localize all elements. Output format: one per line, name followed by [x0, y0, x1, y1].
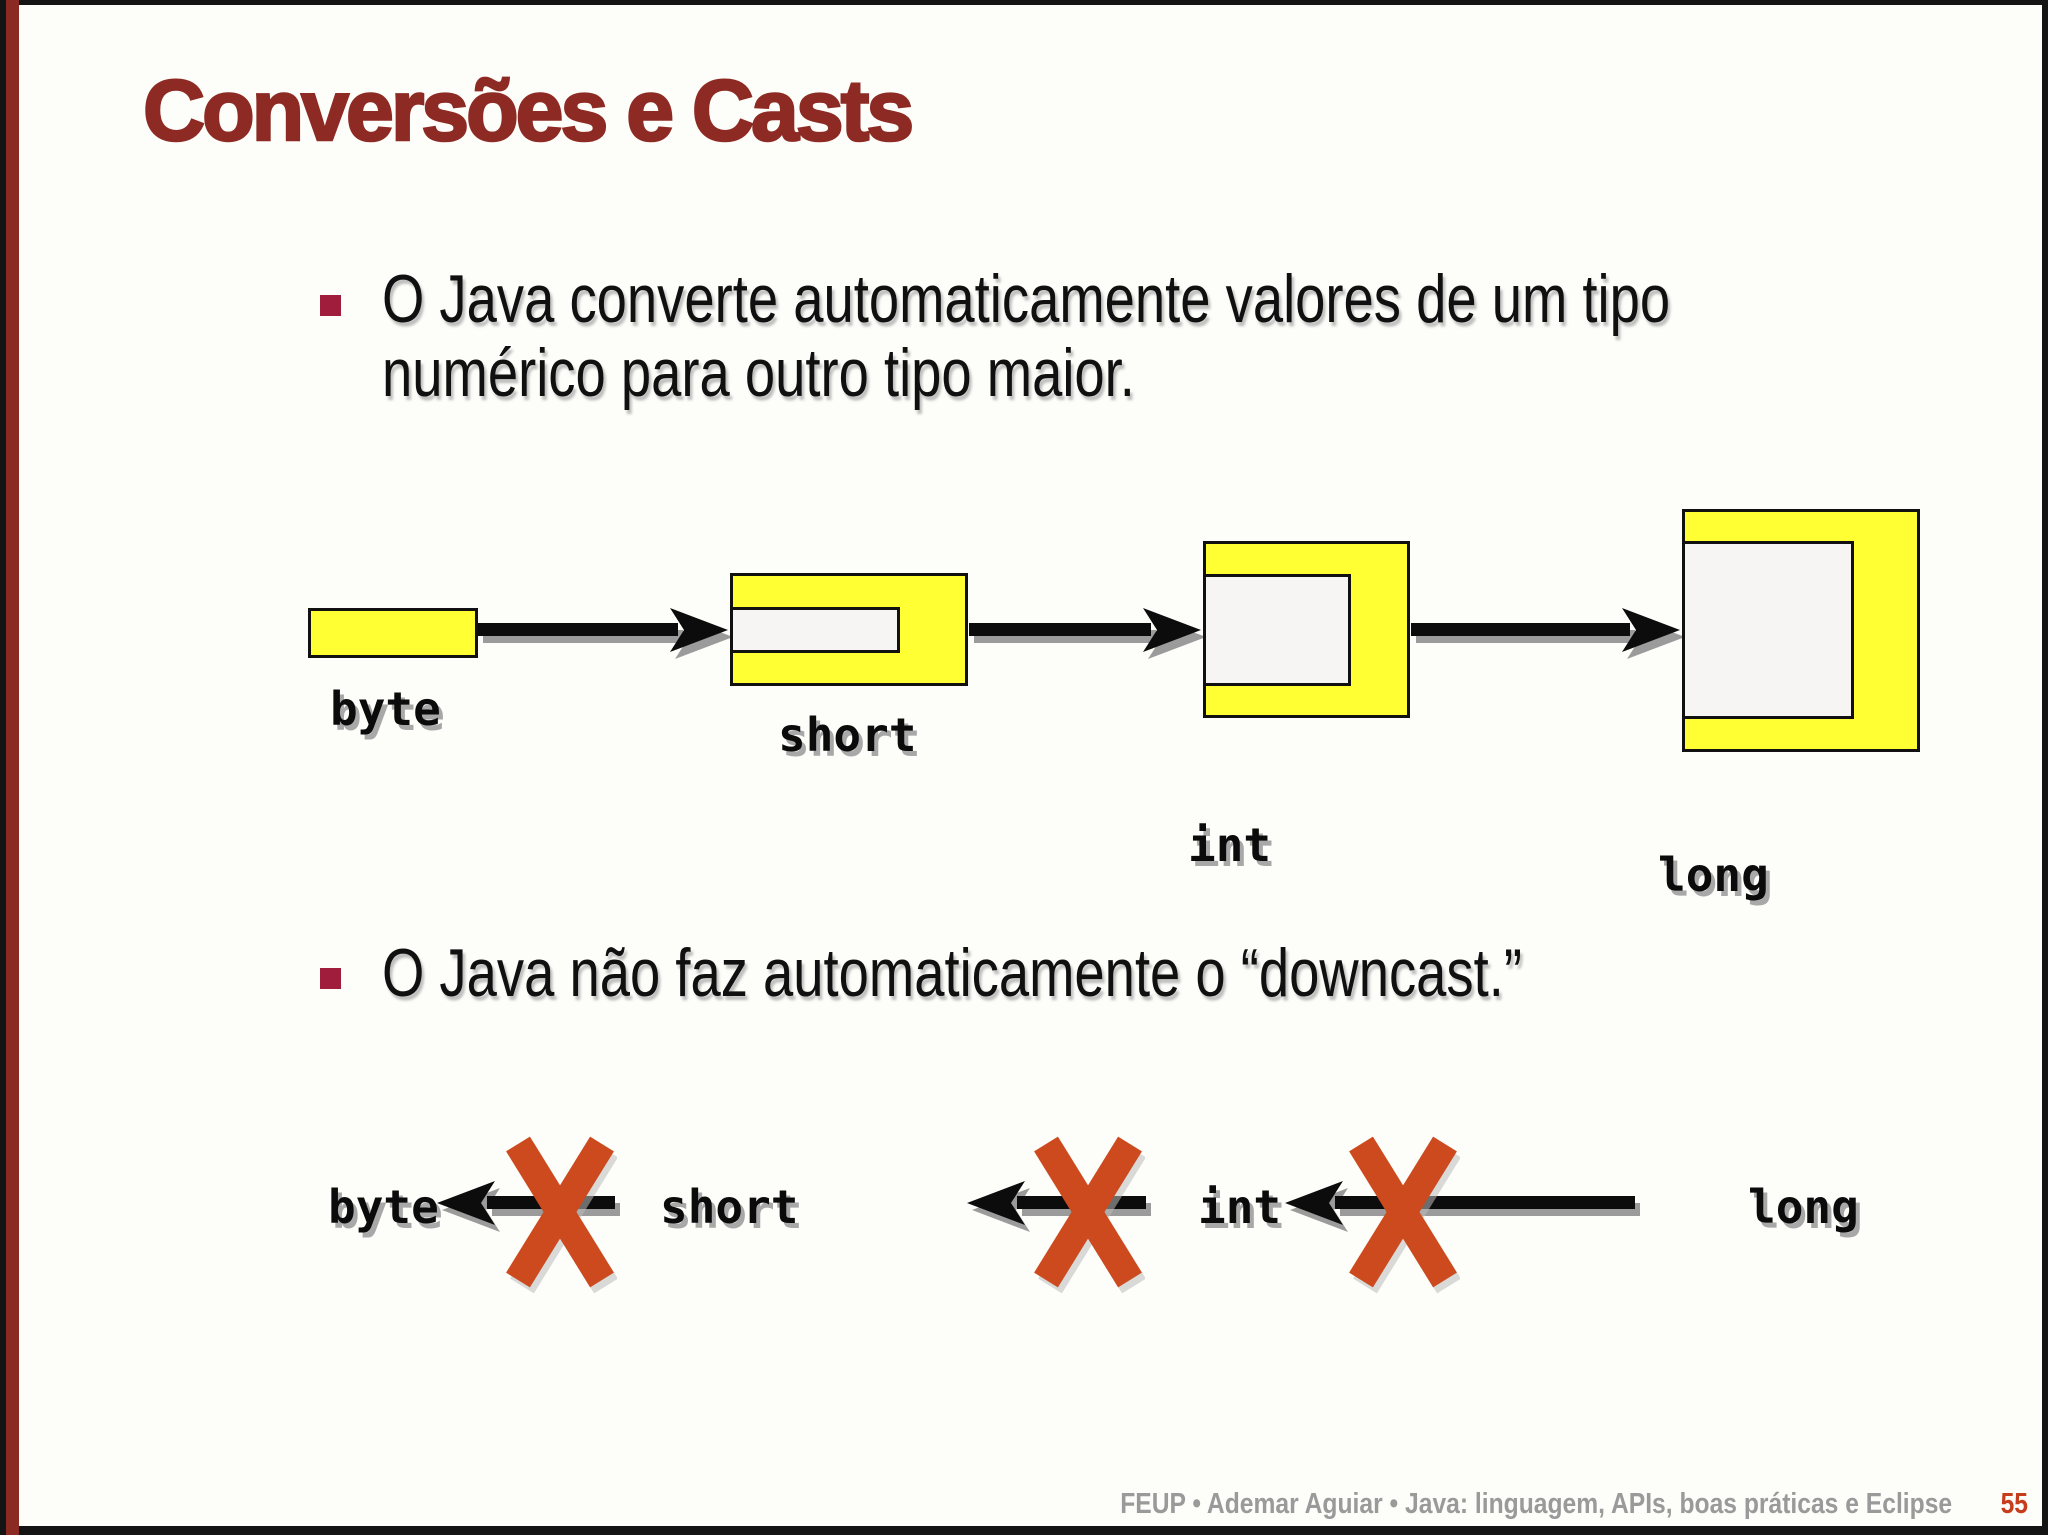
short-box [730, 573, 968, 686]
short-silhouette-in-int [1203, 574, 1351, 686]
cross-icon [1034, 1136, 1145, 1294]
slide-title: Conversões e Casts [142, 62, 916, 161]
top-border [0, 0, 2048, 5]
bullet-line: O Java não faz automaticamente o “downca… [382, 935, 1522, 1011]
arrow-right-icon [1411, 608, 1685, 659]
bullet-line: O Java converte automaticamente valores … [382, 261, 1671, 337]
cross-icon [506, 1136, 617, 1294]
upcast-label-long: long [1658, 848, 1769, 902]
page-number: 55 [2000, 1488, 2028, 1520]
int-silhouette-in-long [1682, 541, 1854, 719]
downcast-label-byte: byte [328, 1180, 439, 1234]
upcast-label-byte: byte [330, 682, 441, 736]
byte-silhouette-in-short [730, 607, 900, 653]
int-box [1203, 541, 1410, 718]
left-accent-bar [6, 0, 19, 1535]
bullet-text-conversion: O Java converte automaticamente valores … [382, 262, 1670, 410]
downcast-label-int: int [1198, 1180, 1282, 1234]
long-box [1682, 509, 1920, 752]
left-border [0, 0, 6, 1535]
bullet-text-downcast: O Java não faz automaticamente o “downca… [382, 936, 1522, 1010]
upcast-label-short: short [778, 708, 917, 762]
bullet-marker [320, 968, 341, 989]
arrow-left-icon [1285, 1181, 1640, 1232]
cross-icon [1349, 1136, 1460, 1294]
bullet-marker [320, 295, 341, 316]
arrow-right-icon [969, 608, 1206, 659]
byte-box [308, 608, 478, 658]
bullet-line: numérico para outro tipo maior. [382, 335, 1135, 411]
downcast-label-long: long [1748, 1180, 1859, 1234]
footer: FEUP • Ademar Aguiar • Java: linguagem, … [1120, 1488, 2028, 1521]
footer-credits: FEUP • Ademar Aguiar • Java: linguagem, … [1120, 1488, 1953, 1520]
bottom-border [0, 1526, 2048, 1535]
right-border [2042, 0, 2048, 1535]
upcast-label-int: int [1188, 818, 1272, 872]
downcast-label-short: short [660, 1180, 799, 1234]
arrow-right-icon [478, 608, 733, 659]
